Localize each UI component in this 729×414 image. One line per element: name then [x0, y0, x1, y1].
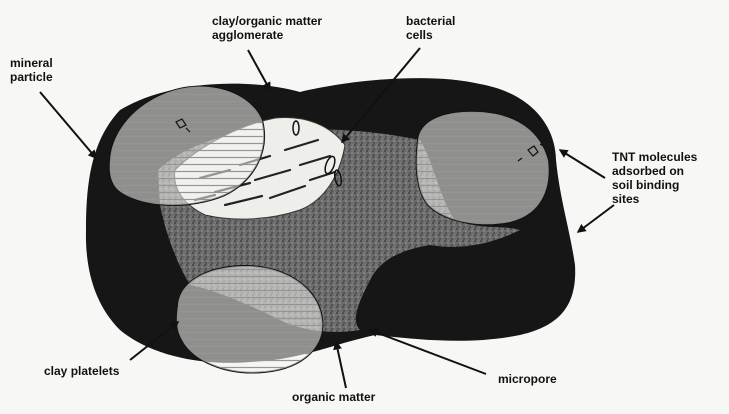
- binding-sites-arrow: [578, 205, 614, 232]
- clay-platelets-label: clay platelets: [44, 364, 119, 378]
- mineral-particle-right: [417, 112, 549, 225]
- clay-organic-label-line-2: agglomerate: [212, 28, 322, 42]
- tnt-molecules-label-line-3: soil binding: [612, 178, 697, 192]
- mineral-particle-arrow: [40, 92, 96, 158]
- mineral-particle-label: mineral particle: [10, 56, 53, 84]
- tnt-molecules-label-line-2: adsorbed on: [612, 164, 697, 178]
- micropore-label: micropore: [498, 372, 557, 386]
- tnt-molecules-label-line-1: TNT molecules: [612, 150, 697, 164]
- bacterial-cells-label: bacterial cells: [406, 14, 455, 42]
- clay-organic-label-line-1: clay/organic matter: [212, 14, 322, 28]
- bacterial-cells-label-line-2: cells: [406, 28, 455, 42]
- clay-organic-label: clay/organic matter agglomerate: [212, 14, 322, 42]
- tnt-molecules-label: TNT molecules adsorbed on soil binding s…: [612, 150, 697, 206]
- clay-organic-arrow: [248, 50, 270, 90]
- organic-matter-label: organic matter: [292, 390, 375, 404]
- mineral-particle-label-line-1: mineral: [10, 56, 53, 70]
- tnt-molecules-arrow: [560, 150, 605, 178]
- mineral-particle-label-line-2: particle: [10, 70, 53, 84]
- bacterial-cells-label-line-1: bacterial: [406, 14, 455, 28]
- organic-matter-arrow: [336, 342, 346, 388]
- tnt-molecules-label-line-4: sites: [612, 192, 697, 206]
